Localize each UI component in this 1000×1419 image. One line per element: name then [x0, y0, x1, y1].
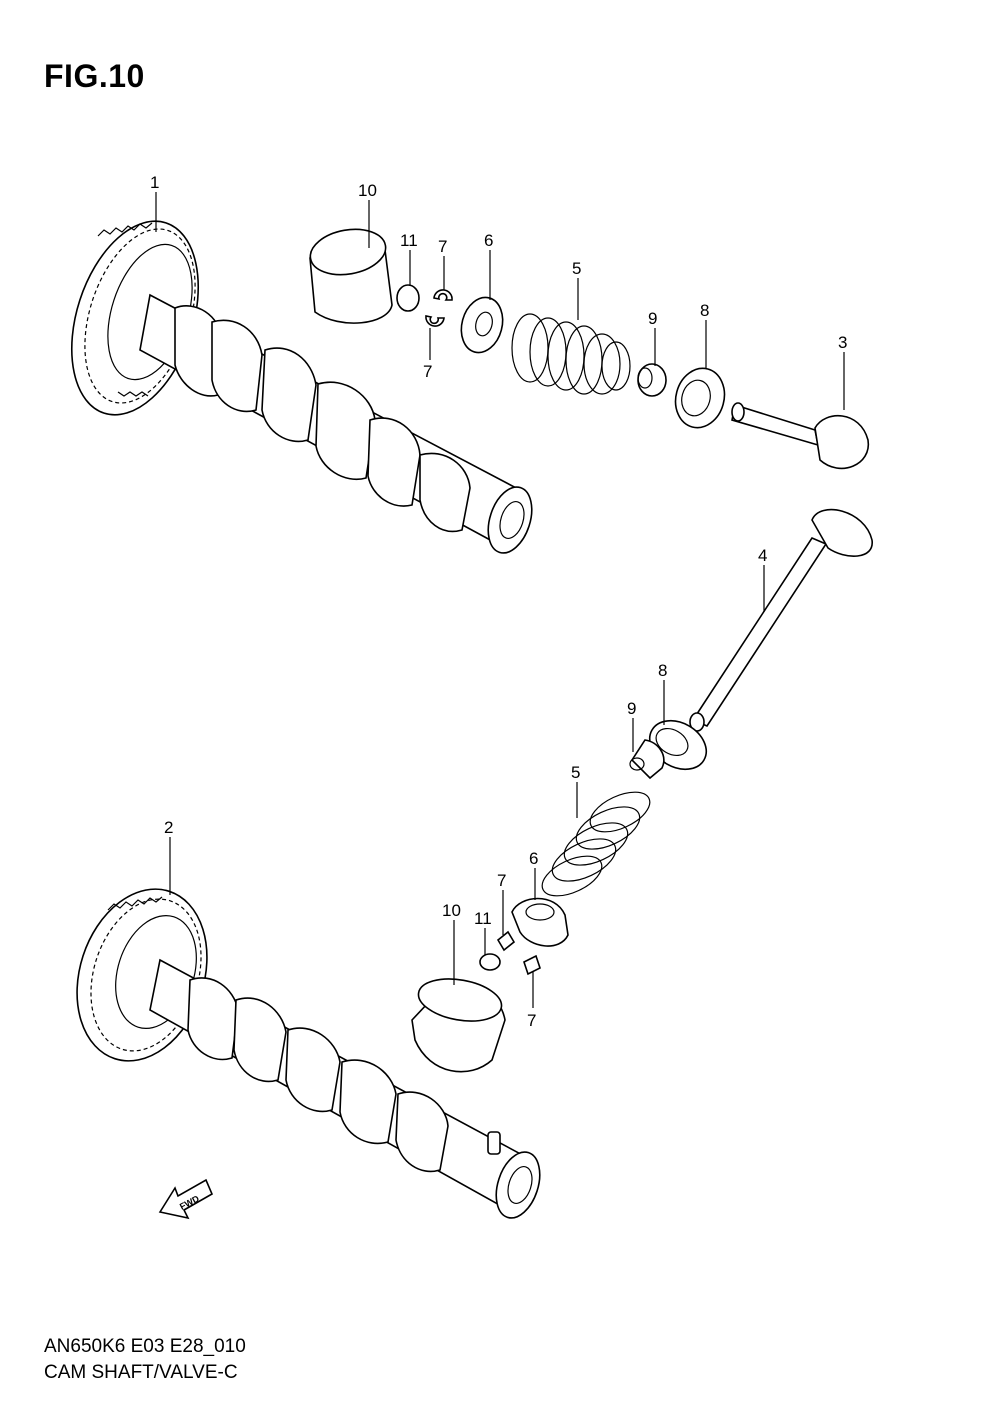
group-name: CAM SHAFT/VALVE-C	[44, 1362, 238, 1383]
model-code: AN650K6 E03 E28_010	[44, 1336, 246, 1357]
retainer-6-upper	[460, 296, 504, 354]
tappet-10-lower	[411, 978, 506, 1073]
valve-3	[731, 402, 869, 470]
callout-9-lower: 9	[627, 699, 636, 718]
callout-11-upper: 11	[400, 231, 418, 250]
seal-9-lower	[629, 739, 665, 780]
retainer-6-lower	[511, 897, 569, 947]
camshaft-2	[76, 888, 541, 1219]
callout-1: 1	[150, 173, 159, 192]
tappet-10-upper	[309, 228, 393, 324]
callout-6-upper: 6	[484, 231, 493, 250]
seat-8-upper	[674, 367, 726, 429]
fwd-arrow-icon: FWD	[158, 1178, 214, 1220]
callout-7-upper-a: 7	[438, 237, 447, 256]
callout-7-upper-b: 7	[423, 362, 432, 381]
callout-9-upper: 9	[648, 309, 657, 328]
cotters-7-upper	[425, 289, 453, 327]
figure-title: FIG.10	[44, 58, 145, 94]
callout-5-lower: 5	[571, 763, 580, 782]
callout-5-upper: 5	[572, 259, 581, 278]
callout-8-lower: 8	[658, 661, 667, 680]
camshaft-1	[70, 220, 533, 554]
spring-5-upper	[511, 313, 631, 395]
valve-4	[689, 508, 873, 732]
cotters-7-lower	[496, 930, 541, 976]
callout-11-lower: 11	[474, 909, 492, 928]
callout-10-lower: 10	[442, 901, 461, 920]
seal-9-upper	[637, 363, 667, 397]
spring-5-lower	[541, 791, 651, 897]
callout-7-lower-b: 7	[527, 1011, 536, 1030]
callout-6-lower: 6	[529, 849, 538, 868]
leader-lines	[155, 192, 845, 1008]
shim-11-lower	[479, 953, 501, 971]
callout-4: 4	[758, 546, 767, 565]
shim-11-upper	[396, 284, 420, 312]
callout-2: 2	[164, 818, 173, 837]
callout-10-upper: 10	[358, 181, 377, 200]
callout-3: 3	[838, 333, 847, 352]
callout-7-lower-a: 7	[497, 871, 506, 890]
callout-8-upper: 8	[700, 301, 709, 320]
